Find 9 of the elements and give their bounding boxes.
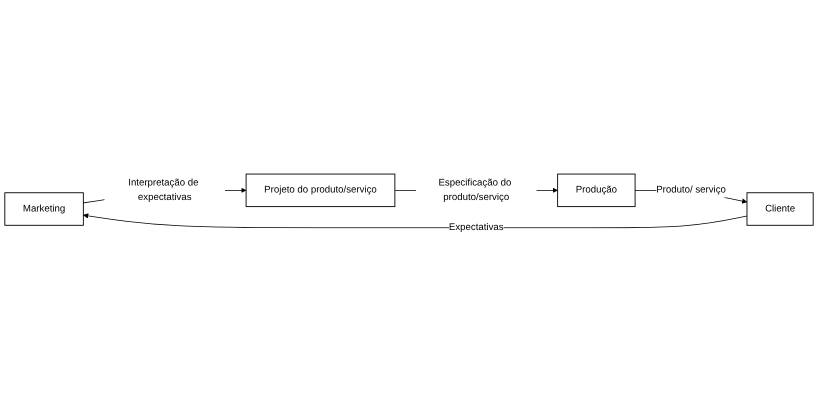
edge-label: Expectativas	[448, 222, 504, 233]
edge-label: Interpretação de expectativas	[128, 178, 199, 202]
arrow	[83, 213, 748, 228]
node-box: Projeto do produto/serviço	[246, 174, 396, 208]
node-box: Produção	[557, 174, 636, 208]
edge-label: Especificação do produto/serviço	[438, 178, 512, 202]
node-box: Marketing	[4, 192, 84, 226]
node-box: Cliente	[746, 192, 814, 226]
edge-label: Produto/ serviço	[656, 184, 726, 196]
